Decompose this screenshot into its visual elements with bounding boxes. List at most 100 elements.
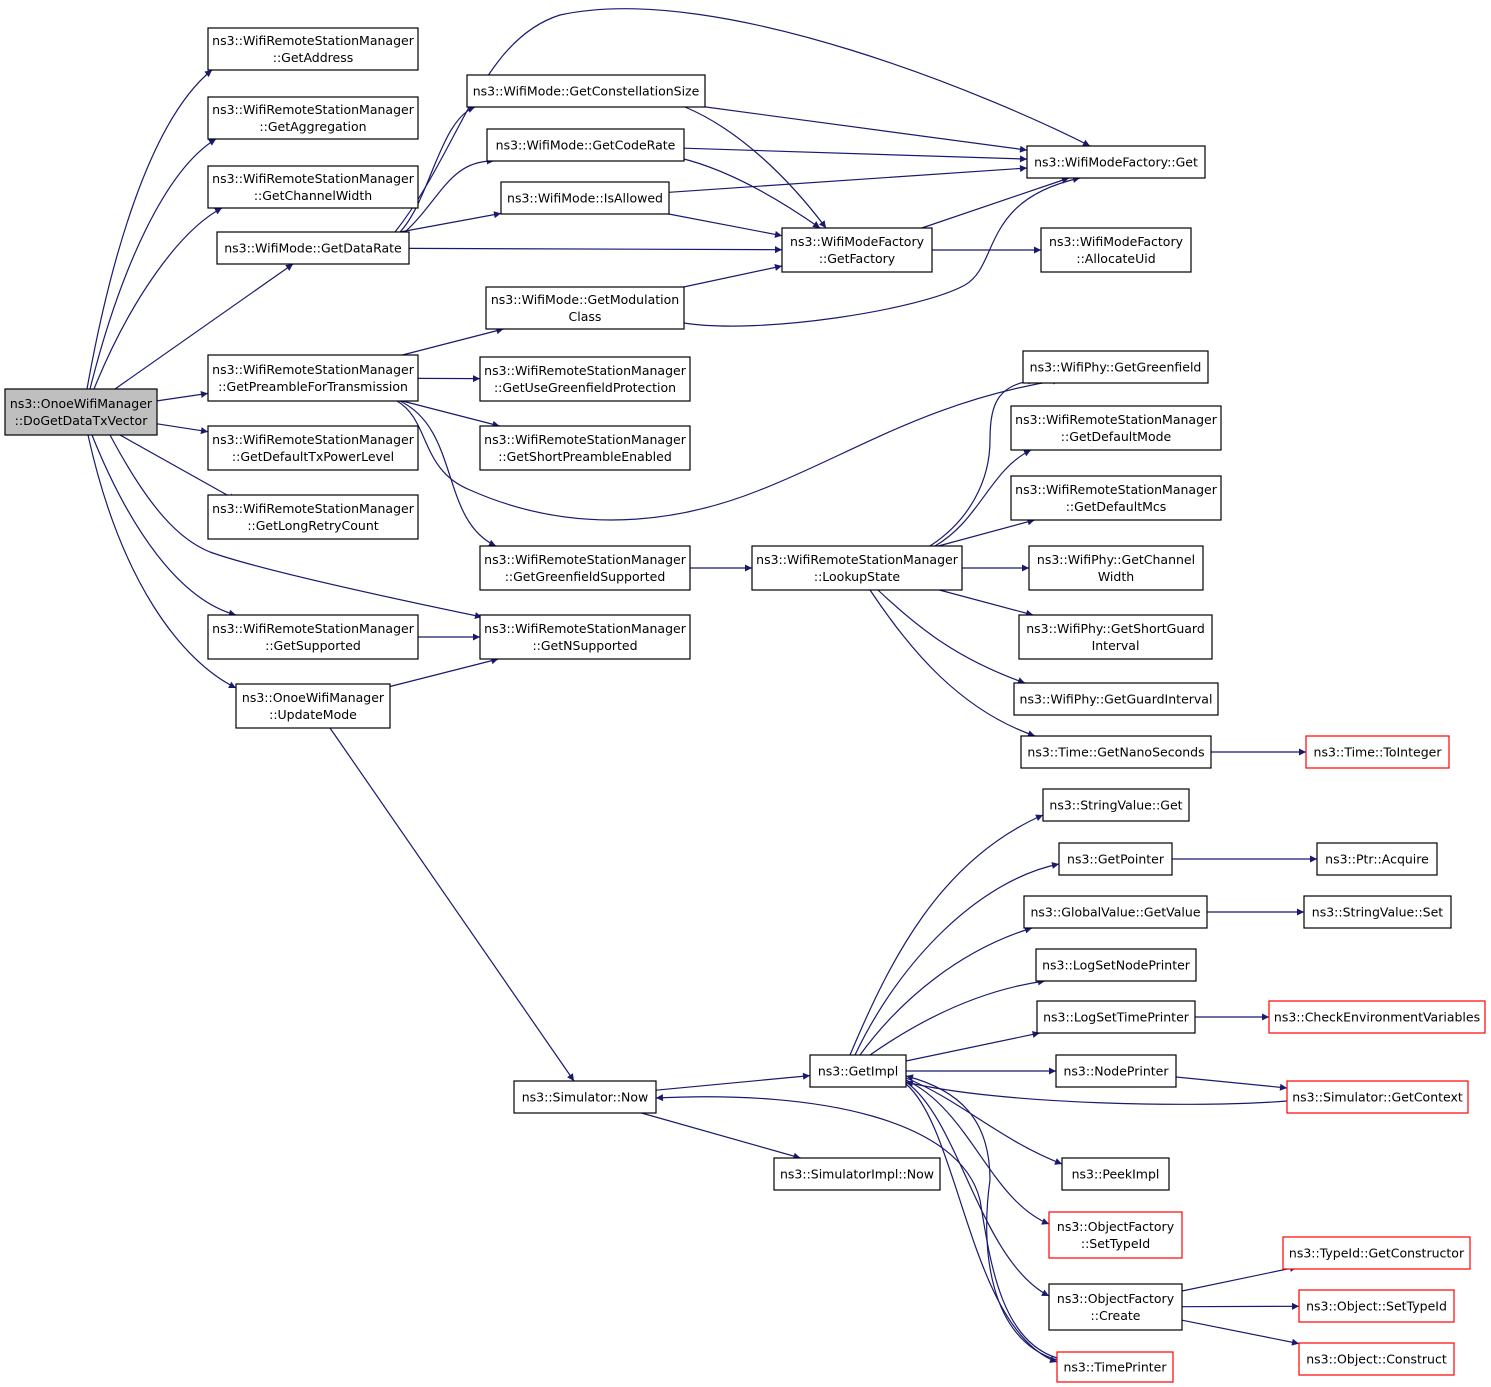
node-phyGreenfield[interactable]: ns3::WifiPhy::GetGreenfield: [1022, 350, 1209, 384]
node-getAddress[interactable]: ns3::WifiRemoteStationManager::GetAddres…: [207, 27, 419, 71]
node-objSetTypeId[interactable]: ns3::Object::SetTypeId: [1298, 1289, 1455, 1323]
node-globalGetValue[interactable]: ns3::GlobalValue::GetValue: [1023, 895, 1208, 929]
edge-lookupState-to-getDefaultMode: [934, 449, 1032, 547]
edge-getDataRate-to-factoryGet: [394, 8, 1091, 233]
node-getFactory[interactable]: ns3::WifiModeFactory::GetFactory: [781, 227, 933, 273]
node-label: ns3::TypeId::GetConstructor: [1289, 1246, 1465, 1261]
node-label: ::AllocateUid: [1076, 251, 1155, 266]
node-getDefaultMode[interactable]: ns3::WifiRemoteStationManager::GetDefaul…: [1010, 405, 1222, 451]
node-logSetTimePrinter[interactable]: ns3::LogSetTimePrinter: [1036, 1000, 1196, 1034]
node-getGreenfieldSupported[interactable]: ns3::WifiRemoteStationManager::GetGreenf…: [479, 545, 691, 591]
node-getChannelWidthRSM[interactable]: ns3::WifiRemoteStationManager::GetChanne…: [207, 165, 419, 209]
edge-root-to-getChannelWidthRSM: [93, 207, 223, 390]
node-label: ns3::WifiPhy::GetGuardInterval: [1020, 692, 1213, 707]
node-getConstellation[interactable]: ns3::WifiMode::GetConstellationSize: [466, 74, 706, 108]
node-box: [1010, 405, 1222, 451]
node-stringValueSet[interactable]: ns3::StringValue::Set: [1303, 895, 1452, 929]
node-getUseGreenfield[interactable]: ns3::WifiRemoteStationManager::GetUseGre…: [479, 356, 691, 402]
node-timePrinter[interactable]: ns3::TimePrinter: [1056, 1351, 1174, 1383]
edge-getImpl-to-peekImpl: [905, 1077, 1063, 1165]
edge-getPreamble-to-getGreenfieldSupported: [399, 400, 497, 547]
edge-getModClass-to-factoryGet: [683, 176, 1081, 327]
node-simNow[interactable]: ns3::Simulator::Now: [513, 1080, 657, 1114]
node-box: [1282, 1236, 1471, 1270]
node-isAllowed[interactable]: ns3::WifiMode::IsAllowed: [500, 181, 670, 215]
node-getImpl[interactable]: ns3::GetImpl: [809, 1054, 907, 1088]
node-getPreamble[interactable]: ns3::WifiRemoteStationManager::GetPreamb…: [207, 354, 419, 402]
node-getPointer[interactable]: ns3::GetPointer: [1058, 842, 1173, 876]
edge-getImpl-to-ofSetTypeId: [905, 1079, 1050, 1225]
node-label: ns3::WifiRemoteStationManager: [1015, 412, 1218, 427]
node-objConstruct[interactable]: ns3::Object::Construct: [1298, 1342, 1455, 1376]
node-lookupState[interactable]: ns3::WifiRemoteStationManager::LookupSta…: [751, 545, 963, 591]
edge-getImpl-to-logSetTimePrinter: [905, 1031, 1040, 1062]
node-ofSetTypeId[interactable]: ns3::ObjectFactory::SetTypeId: [1048, 1211, 1183, 1259]
node-label: ns3::LogSetTimePrinter: [1043, 1010, 1190, 1025]
node-phyChannelWidth[interactable]: ns3::WifiPhy::GetChannelWidth: [1028, 545, 1204, 591]
edge-getFactory-to-factoryGet: [921, 176, 1070, 229]
node-factoryGet[interactable]: ns3::WifiModeFactory::Get: [1026, 145, 1206, 179]
node-label: ns3::WifiRemoteStationManager: [212, 33, 415, 48]
node-root[interactable]: ns3::OnoeWifiManager::DoGetDataTxVector: [4, 388, 158, 436]
node-getDataRate[interactable]: ns3::WifiMode::GetDataRate: [216, 231, 410, 265]
node-box: [781, 227, 933, 273]
node-simGetContext[interactable]: ns3::Simulator::GetContext: [1286, 1080, 1469, 1114]
node-getNanoSeconds[interactable]: ns3::Time::GetNanoSeconds: [1020, 735, 1212, 769]
node-getLongRetry[interactable]: ns3::WifiRemoteStationManager::GetLongRe…: [207, 494, 419, 540]
node-getDefaultMcs[interactable]: ns3::WifiRemoteStationManager::GetDefaul…: [1010, 475, 1222, 521]
node-label: ns3::Time::ToInteger: [1314, 745, 1443, 760]
edge-getDataRate-to-getCodeRate: [404, 157, 495, 233]
node-box: [1026, 145, 1206, 179]
node-box: [1298, 1289, 1455, 1323]
node-allocateUid[interactable]: ns3::WifiModeFactory::AllocateUid: [1040, 227, 1192, 273]
node-layer: ns3::OnoeWifiManager::DoGetDataTxVectorn…: [4, 27, 1486, 1383]
node-ofCreate[interactable]: ns3::ObjectFactory::Create: [1048, 1283, 1183, 1331]
edge-timePrinter-to-getImpl: [905, 1074, 1058, 1361]
edge-root-to-getDefaultTxPower: [156, 423, 209, 435]
node-label: ::GetGreenfieldSupported: [505, 569, 666, 584]
edge-root-to-getLongRetry: [119, 434, 237, 501]
node-label: ns3::WifiRemoteStationManager: [484, 552, 687, 567]
node-phyGuardInterval[interactable]: ns3::WifiPhy::GetGuardInterval: [1013, 682, 1219, 716]
node-box: [513, 1080, 657, 1114]
edge-simNow-to-simImplNow: [641, 1112, 801, 1160]
node-getDefaultTxPower[interactable]: ns3::WifiRemoteStationManager::GetDefaul…: [207, 425, 419, 471]
node-box: [1303, 895, 1452, 929]
node-nodePrinter[interactable]: ns3::NodePrinter: [1055, 1054, 1177, 1088]
node-updateMode[interactable]: ns3::OnoeWifiManager::UpdateMode: [235, 683, 391, 729]
node-stringValueGet[interactable]: ns3::StringValue::Get: [1042, 788, 1190, 822]
node-label: ns3::WifiModeFactory::Get: [1034, 155, 1198, 170]
edge-getImpl-to-timePrinter: [905, 1083, 1058, 1363]
node-box: [1013, 682, 1219, 716]
node-getSupported[interactable]: ns3::WifiRemoteStationManager::GetSuppor…: [207, 614, 419, 660]
node-box: [216, 231, 410, 265]
node-checkEnv[interactable]: ns3::CheckEnvironmentVariables: [1268, 1000, 1486, 1034]
node-toInteger[interactable]: ns3::Time::ToInteger: [1305, 735, 1450, 769]
node-box: [479, 356, 691, 402]
edge-updateMode-to-getNSupported: [389, 657, 499, 688]
node-box: [207, 494, 419, 540]
node-box: [1020, 735, 1212, 769]
node-simImplNow[interactable]: ns3::SimulatorImpl::Now: [773, 1157, 941, 1191]
node-label: ns3::WifiRemoteStationManager: [212, 171, 415, 186]
node-getCodeRate[interactable]: ns3::WifiMode::GetCodeRate: [486, 128, 685, 162]
node-label: ns3::WifiRemoteStationManager: [212, 362, 415, 377]
node-label: ::GetFactory: [819, 251, 896, 266]
node-getShortPreamble[interactable]: ns3::WifiRemoteStationManager::GetShortP…: [479, 425, 691, 471]
node-ptrAcquire[interactable]: ns3::Ptr::Acquire: [1316, 842, 1438, 876]
node-box: [207, 425, 419, 471]
node-getNSupported[interactable]: ns3::WifiRemoteStationManager::GetNSuppo…: [479, 614, 691, 660]
node-peekImpl[interactable]: ns3::PeekImpl: [1061, 1157, 1170, 1191]
node-getAggregation[interactable]: ns3::WifiRemoteStationManager::GetAggreg…: [207, 96, 419, 140]
edge-lookupState-to-getDefaultMcs: [938, 518, 1035, 547]
node-label: ns3::WifiRemoteStationManager: [212, 501, 415, 516]
node-typeIdGetCtor[interactable]: ns3::TypeId::GetConstructor: [1282, 1236, 1471, 1270]
node-label: Interval: [1092, 638, 1140, 653]
node-label: ns3::StringValue::Set: [1312, 905, 1443, 920]
node-logSetNodePrinter[interactable]: ns3::LogSetNodePrinter: [1035, 948, 1197, 982]
edge-simNow-to-getImpl: [655, 1072, 811, 1091]
node-label: Class: [569, 309, 602, 324]
